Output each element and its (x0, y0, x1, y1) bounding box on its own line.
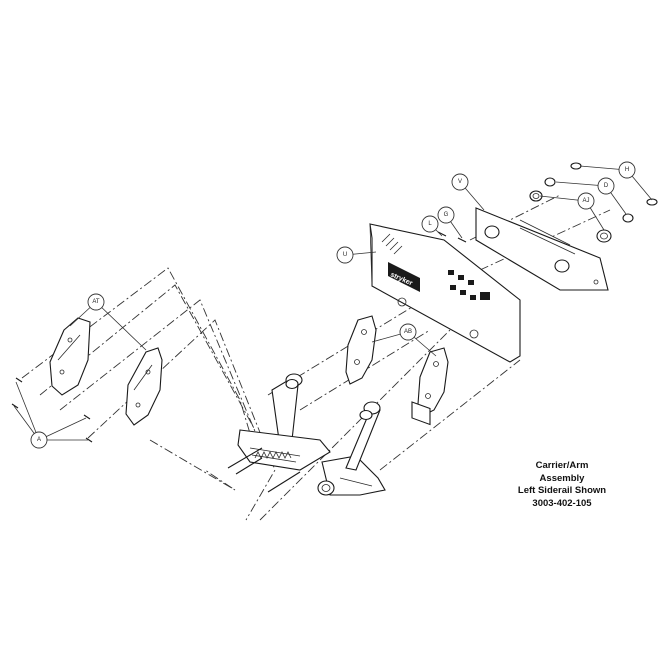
svg-text:H: H (625, 167, 629, 173)
callout-d: D (597, 177, 615, 195)
svg-text:A: A (37, 437, 41, 443)
callout-h: H (618, 161, 636, 179)
ring-parts (437, 162, 658, 243)
caption-subtitle: Assembly (539, 472, 585, 484)
svg-text:G: G (444, 212, 449, 218)
back-plate (475, 207, 609, 291)
panel-vent-slots (381, 233, 403, 255)
diagram-caption: Carrier/Arm Assembly Left Siderail Shown… (500, 460, 624, 510)
carrier-body (227, 373, 386, 496)
callout-a: A (30, 431, 48, 449)
svg-text:V: V (458, 179, 462, 185)
caption-title: Carrier/Arm (535, 460, 589, 471)
callout-v: V (451, 173, 469, 191)
panel-buttons (448, 270, 490, 300)
callout-ab: AB (399, 323, 417, 341)
svg-text:L: L (428, 221, 432, 227)
arm-plate-upper (345, 401, 381, 471)
caption-part-number: 3003-402-105 (532, 497, 592, 509)
callout-at: AT (87, 293, 105, 311)
svg-text:AJ: AJ (582, 198, 589, 204)
svg-text:D: D (604, 183, 609, 189)
callout-g: G (437, 206, 455, 224)
svg-text:AB: AB (404, 329, 412, 335)
left-cover-lower (125, 347, 163, 426)
left-cover-upper (49, 317, 91, 396)
bracket-upper (345, 315, 377, 385)
svg-text:AT: AT (92, 299, 100, 305)
callout-aj: AJ (577, 192, 595, 210)
svg-text:U: U (343, 252, 347, 258)
front-panel: stryker (369, 223, 521, 426)
callout-u: U (336, 246, 354, 264)
callout-l: L (421, 215, 439, 233)
caption-variant: Left Siderail Shown (517, 485, 607, 496)
bracket-lower (417, 347, 449, 417)
leader-lines (13, 165, 653, 441)
screws-a (11, 377, 93, 443)
